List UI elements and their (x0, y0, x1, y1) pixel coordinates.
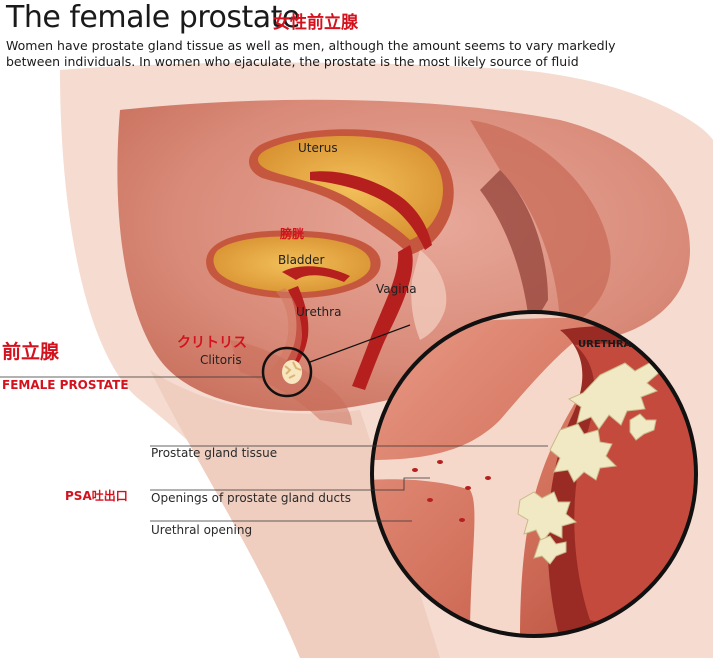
label-female-prostate: FEMALE PROSTATE (2, 378, 129, 392)
uterus-cavity (310, 171, 432, 250)
label-bladder-jp: 膀胱 (280, 227, 305, 241)
label-prostate-gland-tissue: Prostate gland tissue (151, 446, 278, 460)
bladder-cavity (282, 266, 350, 282)
page-subtitle: Women have prostate gland tissue as well… (6, 38, 616, 69)
vagina-wall (411, 250, 447, 340)
urethra-wall (262, 288, 302, 382)
label-uterus: Uterus (298, 141, 338, 155)
bladder-inner (213, 236, 371, 293)
page-title: The female prostate (6, 0, 300, 35)
label-urethra-zoom: URETHRA (578, 339, 632, 350)
openings-leader (150, 477, 430, 491)
back-wall (470, 120, 611, 330)
label-openings: Openings of prostate gland ducts (151, 491, 352, 505)
label-urethral-opening: Urethral opening (151, 523, 253, 537)
label-prostate-jp: 前立腺 (2, 341, 60, 363)
label-vagina: Vagina (376, 282, 417, 296)
label-psa-jp: PSA吐出口 (65, 489, 128, 503)
clitoris-shape (282, 360, 302, 384)
zoom-gland-tissue (517, 360, 662, 565)
vagina-canal (352, 245, 413, 390)
zoom-duct-openings (412, 460, 491, 522)
label-clitoris: Clitoris (200, 353, 242, 367)
urethra-tube (282, 286, 309, 372)
uterus-inner (257, 135, 443, 240)
label-bladder: Bladder (278, 253, 325, 267)
clitoris-ducts (284, 361, 302, 379)
zoom-view (372, 312, 696, 636)
connector-line-top (309, 324, 411, 363)
prostate-highlight-circle (261, 346, 313, 398)
rectum-band (480, 170, 548, 330)
zoom-circle-border (370, 310, 698, 638)
page-title-japanese: 女性前立腺 (273, 13, 358, 33)
thigh-area (150, 370, 440, 658)
label-urethra: Urethra (296, 305, 342, 319)
label-clitoris-jp: クリトリス (177, 335, 247, 351)
